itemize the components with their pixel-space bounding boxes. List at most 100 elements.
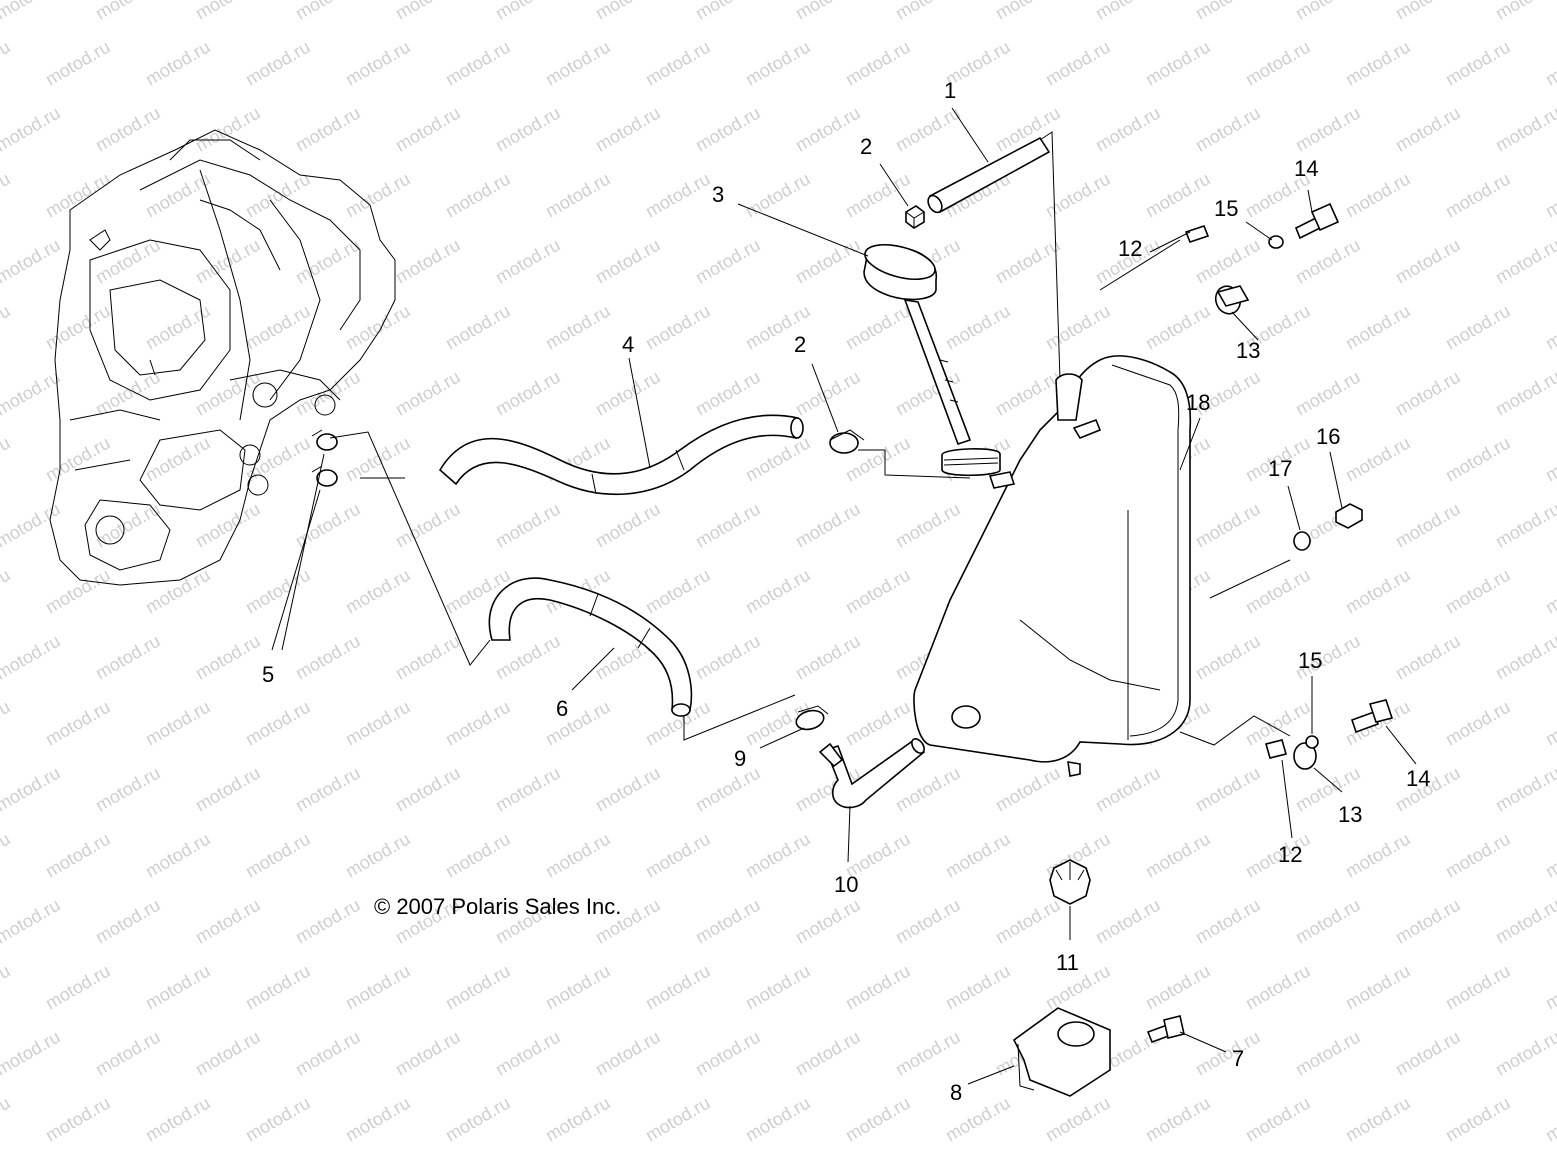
watermark-text: motod.ru xyxy=(1442,433,1514,486)
mount-hardware-lower xyxy=(1179,699,1394,770)
watermark-text: motod.ru xyxy=(142,37,214,90)
watermark-text: motod.ru xyxy=(1542,565,1557,618)
watermark-text: motod.ru xyxy=(892,1027,964,1080)
callout-1: 1 xyxy=(944,78,956,103)
watermark-text: motod.ru xyxy=(292,367,364,420)
watermark-text: motod.ru xyxy=(892,0,964,23)
watermark-text: motod.ru xyxy=(792,631,864,684)
callout-10: 10 xyxy=(834,872,858,897)
watermark-text: motod.ru xyxy=(542,829,614,882)
watermark-text: motod.ru xyxy=(742,565,814,618)
watermark-text: motod.ru xyxy=(1242,565,1314,618)
watermark-text: motod.ru xyxy=(642,565,714,618)
hose-clamp-9 xyxy=(795,705,829,731)
watermark-text: motod.ru xyxy=(92,499,164,552)
vent-hose-1 xyxy=(927,131,1061,381)
watermark-text: motod.ru xyxy=(792,235,864,288)
watermark-text: motod.ru xyxy=(1392,235,1464,288)
grommet-11 xyxy=(1049,859,1091,905)
watermark-text: motod.ru xyxy=(192,895,264,948)
callout-14-top: 14 xyxy=(1294,156,1318,181)
callout-5: 5 xyxy=(262,662,274,687)
watermark-text: motod.ru xyxy=(442,961,514,1014)
watermark-text: motod.ru xyxy=(442,1093,514,1146)
watermark-text: motod.ru xyxy=(442,37,514,90)
watermark-text: motod.ru xyxy=(1042,37,1114,90)
watermark-text: motod.ru xyxy=(1342,301,1414,354)
watermark-text: motod.ru xyxy=(1242,1093,1314,1146)
watermark-text: motod.ru xyxy=(1542,301,1557,354)
watermark-text: motod.ru xyxy=(1192,103,1264,156)
watermark-text: motod.ru xyxy=(0,0,64,23)
watermark-text: motod.ru xyxy=(0,565,14,618)
watermark-text: motod.ru xyxy=(1542,829,1557,882)
watermark-text: motod.ru xyxy=(392,499,464,552)
watermark-text: motod.ru xyxy=(192,763,264,816)
watermark-text: motod.ru xyxy=(842,1093,914,1146)
watermark-text: motod.ru xyxy=(1492,367,1557,420)
callout-2-middle: 2 xyxy=(794,332,806,357)
watermark-text: motod.ru xyxy=(542,169,614,222)
watermark-text: motod.ru xyxy=(0,631,64,684)
watermark-text: motod.ru xyxy=(1292,895,1364,948)
watermark-text: motod.ru xyxy=(0,301,14,354)
watermark-text: motod.ru xyxy=(0,895,64,948)
watermark-text: motod.ru xyxy=(1042,301,1114,354)
watermark-text: motod.ru xyxy=(1392,895,1464,948)
watermark-text: motod.ru xyxy=(142,961,214,1014)
watermark-text: motod.ru xyxy=(92,0,164,23)
watermark-text: motod.ru xyxy=(392,631,464,684)
watermark-text: motod.ru xyxy=(642,301,714,354)
watermark-text: motod.ru xyxy=(342,1093,414,1146)
oil-hose-6 xyxy=(488,577,796,741)
watermark-text: motod.ru xyxy=(542,697,614,750)
watermark-text: motod.ru xyxy=(1292,235,1364,288)
watermark-text: motod.ru xyxy=(1442,565,1514,618)
watermark-text: motod.ru xyxy=(0,697,14,750)
watermark-text: motod.ru xyxy=(92,895,164,948)
watermark-text: motod.ru xyxy=(692,367,764,420)
callout-13-bottom: 13 xyxy=(1338,802,1362,827)
callout-16: 16 xyxy=(1316,424,1340,449)
watermark-text: motod.ru xyxy=(1392,103,1464,156)
watermark-text: motod.ru xyxy=(1142,829,1214,882)
watermark-text: motod.ru xyxy=(0,37,14,90)
watermark-text: motod.ru xyxy=(992,895,1064,948)
watermark-text: motod.ru xyxy=(592,367,664,420)
watermark-text: motod.ru xyxy=(742,1093,814,1146)
watermark-text: motod.ru xyxy=(1042,1093,1114,1146)
watermark-text: motod.ru xyxy=(242,565,314,618)
watermark-text: motod.ru xyxy=(742,829,814,882)
watermark-text: motod.ru xyxy=(42,1093,114,1146)
watermark-text: motod.ru xyxy=(442,697,514,750)
watermark-text: motod.ru xyxy=(1192,763,1264,816)
watermark-text: motod.ru xyxy=(1542,37,1557,90)
watermark-text: motod.ru xyxy=(942,829,1014,882)
watermark-text: motod.ru xyxy=(992,0,1064,23)
dipstick-cap-3 xyxy=(863,243,972,446)
watermark-text: motod.ru xyxy=(1142,37,1214,90)
watermark-text: motod.ru xyxy=(642,829,714,882)
watermark-text: motod.ru xyxy=(342,961,414,1014)
watermark-text: motod.ru xyxy=(92,1027,164,1080)
watermark-text: motod.ru xyxy=(0,1027,64,1080)
watermark-text: motod.ru xyxy=(742,433,814,486)
watermark-text: motod.ru xyxy=(292,895,364,948)
watermark-text: motod.ru xyxy=(942,301,1014,354)
watermark-text: motod.ru xyxy=(92,235,164,288)
watermark-text: motod.ru xyxy=(792,499,864,552)
watermark-text: motod.ru xyxy=(492,235,564,288)
watermark-text: motod.ru xyxy=(1092,0,1164,23)
watermark-text: motod.ru xyxy=(342,301,414,354)
watermark-text: motod.ru xyxy=(142,565,214,618)
watermark-text: motod.ru xyxy=(1492,235,1557,288)
watermark-text: motod.ru xyxy=(692,0,764,23)
watermark-text: motod.ru xyxy=(642,1093,714,1146)
watermark-text: motod.ru xyxy=(1242,961,1314,1014)
watermark-text: motod.ru xyxy=(1342,961,1414,1014)
watermark-text: motod.ru xyxy=(142,169,214,222)
watermark-text: motod.ru xyxy=(1092,895,1164,948)
watermark-text: motod.ru xyxy=(1492,1027,1557,1080)
watermark-text: motod.ru xyxy=(1392,499,1464,552)
watermark-text: motod.ru xyxy=(792,0,864,23)
